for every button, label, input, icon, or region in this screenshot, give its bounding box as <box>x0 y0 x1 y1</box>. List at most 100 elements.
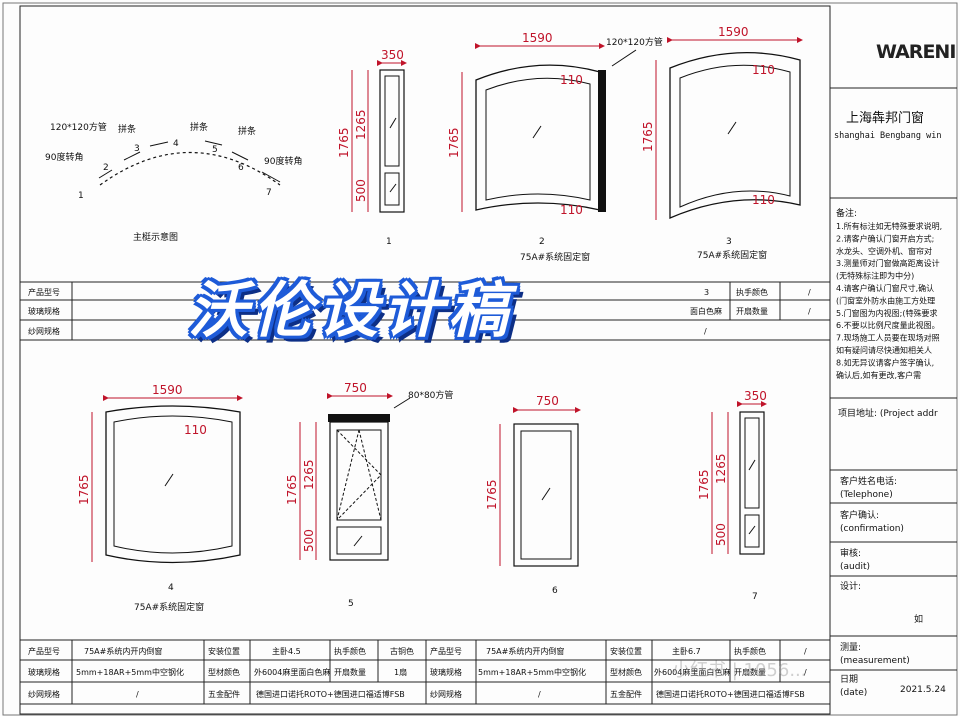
measurement-label: (measurement) <box>840 656 910 666</box>
window-6-label: 6 <box>552 586 558 596</box>
date-value: 2021.5.24 <box>900 685 946 695</box>
window-6-width: 750 <box>536 394 559 408</box>
window-3-label: 3 <box>726 237 732 247</box>
arc-segment-5: 5 <box>212 145 218 155</box>
bt-right-r2-c3: 型材颜色 <box>610 667 642 677</box>
note-line: (无特殊标注即为中分) <box>836 271 914 281</box>
window-7-bottom-height: 500 <box>714 523 728 546</box>
window-6: 750 1765 6 <box>485 394 581 596</box>
window-3-type: 75A#系统固定窗 <box>697 249 767 261</box>
arc-splice-label-3: 拼条 <box>238 125 256 137</box>
arc-segment-4: 4 <box>173 139 179 149</box>
note-line: (门窗室外防水由施工方处理 <box>836 295 935 305</box>
window-2-inner-bottom: 110 <box>560 203 583 217</box>
customer-confirm-label: 客户确认: <box>840 509 879 521</box>
window-4-height: 1765 <box>77 474 91 505</box>
window-5-height: 1765 <box>285 474 299 505</box>
window-2-label: 2 <box>539 237 545 247</box>
bt-right-r1-c4: 主卧6.7 <box>672 646 701 656</box>
note-line: 3.测量师对门窗做高距离设计 <box>836 258 940 268</box>
window-4-width: 1590 <box>152 383 183 397</box>
window-2-type: 75A#系统固定窗 <box>520 251 590 263</box>
company-name-en: shanghai Bengbang win <box>834 131 941 141</box>
arc-caption: 主梃示意图 <box>133 231 178 243</box>
bt-left-r3-c1: 纱网规格 <box>28 689 60 699</box>
arc-splice-label-2: 拼条 <box>190 121 208 133</box>
bt-right-r3-c3: 五金配件 <box>610 689 642 699</box>
window-7-top-height: 1265 <box>714 453 728 484</box>
design-label: 设计: <box>840 580 861 592</box>
top-table-row-2-val: 面白色麻 <box>690 306 722 316</box>
confirmation-label: (confirmation) <box>840 524 904 534</box>
window-7-height: 1765 <box>697 469 711 500</box>
bt-left-r3-c2: / <box>136 690 139 699</box>
window-5-label: 5 <box>348 599 354 609</box>
window-5-pipe-label: 80*80方管 <box>408 389 453 401</box>
window-5-width: 750 <box>344 381 367 395</box>
top-table-row-1-val: 3 <box>704 288 709 297</box>
company-logo: WARENI <box>876 41 955 63</box>
bt-right-r2-c5: 开扇数量 <box>734 667 766 677</box>
bt-right-r2-c6: / <box>804 668 807 677</box>
bt-right-r1-c2: 75A#系统内开内倒窗 <box>486 646 564 656</box>
window-4-inner-top: 110 <box>184 423 207 437</box>
note-line: 1.所有标注如无特殊要求说明, <box>836 221 942 231</box>
arc-splice-label-1: 拼条 <box>118 123 136 135</box>
arc-diagram: 120*120方管 拼条 拼条 拼条 90度转角 90度转角 1 2 3 4 5… <box>45 121 302 243</box>
window-7-width: 350 <box>744 389 767 403</box>
arc-pipe-label: 120*120方管 <box>50 121 107 133</box>
bottom-table: 产品型号 75A#系统内开内倒窗 安装位置 主卧4.5 执手颜色 古铜色 玻璃规… <box>20 639 830 705</box>
bt-left-r1-c2: 75A#系统内开内倒窗 <box>84 646 162 656</box>
bt-left-r1-c3: 安装位置 <box>208 646 240 656</box>
bt-left-r2-c2: 5mm+18AR+5mm中空钢化 <box>76 667 184 677</box>
note-line: 确认后,如有更改,客户需 <box>836 370 921 380</box>
top-table-row-1-head: 产品型号 <box>28 287 60 297</box>
date-label: 日期 <box>840 674 858 685</box>
bt-right-r1-c1: 产品型号 <box>430 646 462 656</box>
audit-en-label: (audit) <box>840 562 870 572</box>
window-5-top-height: 1265 <box>302 459 316 490</box>
measure-label: 测量: <box>840 642 861 653</box>
top-table-row-1-mid-label: 执手颜色 <box>736 287 768 297</box>
top-table-row-2-mid-label: 开扇数量 <box>736 306 768 316</box>
window-3-inner-bottom: 110 <box>752 193 775 207</box>
company-name-cn: 上海犇邦门窗 <box>846 110 924 126</box>
note-line: 8.如无异议请客户签字确认, <box>836 357 934 367</box>
project-address: 项目地址: (Project addr <box>838 407 938 419</box>
note-line: 2.请客户确认门窗开启方式; <box>836 233 934 243</box>
date-en-label: (date) <box>840 688 867 698</box>
window-1-label: 1 <box>386 237 392 247</box>
window-1-top-height: 1265 <box>354 109 368 140</box>
note-line: 5.门窗图为内视图;(特殊要求 <box>836 308 937 318</box>
bt-left-r1-c4: 主卧4.5 <box>272 646 301 656</box>
bt-left-r3-c4: 德国进口诺托ROTO+德国进口福适博FSB <box>256 689 405 699</box>
note-line: 6.不要以比例尺度量此视图。 <box>836 320 940 330</box>
top-table: 产品型号 玻璃规格 纱网规格 3 面白色麻 / 执手颜色 开扇数量 / / <box>20 281 830 341</box>
top-table-row-3-val: / <box>704 327 707 336</box>
bt-right-r3-c2: / <box>538 690 541 699</box>
window-4-label: 4 <box>168 583 174 593</box>
bt-left-r1-c5: 执手颜色 <box>334 646 366 656</box>
bt-left-r3-c3: 五金配件 <box>208 689 240 699</box>
window-1-width: 350 <box>381 48 404 62</box>
arc-segment-7: 7 <box>266 188 272 198</box>
window-1-height: 1765 <box>337 127 351 158</box>
bt-right-r1-c3: 安装位置 <box>610 646 642 656</box>
window-2-pipe-label: 120*120方管 <box>606 36 663 48</box>
bt-right-r2-c1: 玻璃规格 <box>430 667 462 677</box>
window-4-type: 75A#系统固定窗 <box>134 601 204 613</box>
window-6-height: 1765 <box>485 479 499 510</box>
window-7-label: 7 <box>752 592 758 602</box>
window-3: 1590 1765 110 110 3 75A#系统固定窗 <box>641 25 803 261</box>
arc-segment-6: 6 <box>238 163 244 173</box>
overlay-banner: 沃伦设计稿 <box>188 276 513 346</box>
watermark: 小红书 | 1056... <box>672 660 807 681</box>
arc-corner-label-right: 90度转角 <box>264 155 302 167</box>
top-table-row-2-mid-val: / <box>808 307 811 316</box>
bt-left-r1-c6: 古铜色 <box>390 646 414 656</box>
bt-right-r3-c4: 德国进口诺托ROTO+德国进口福适博FSB <box>656 689 805 699</box>
bt-right-r3-c1: 纱网规格 <box>430 689 462 699</box>
